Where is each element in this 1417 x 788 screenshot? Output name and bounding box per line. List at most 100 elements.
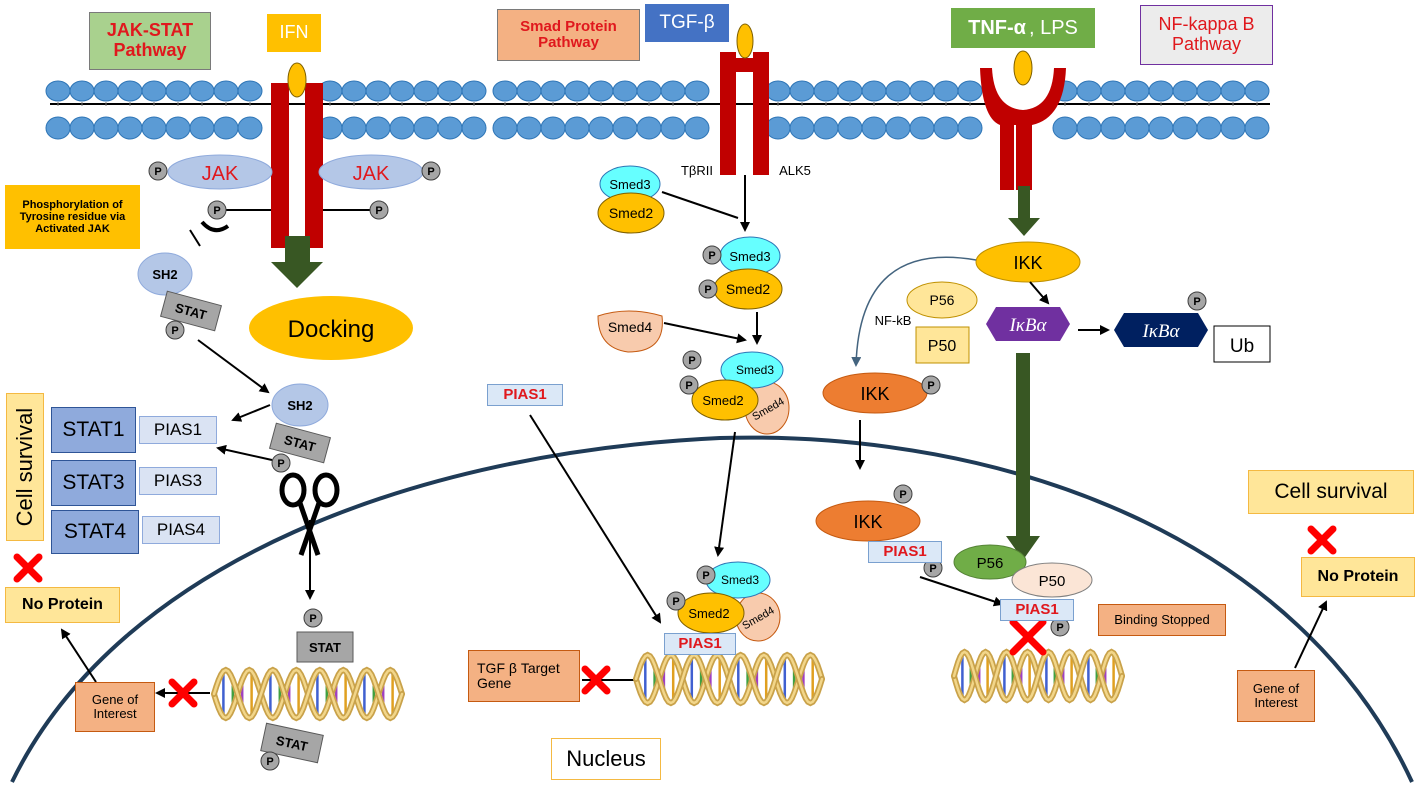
p50-nucleus-label: P50 (1039, 573, 1066, 590)
ikk-curve-arrow (851, 256, 977, 367)
smed3-b-label: Smed3 (729, 249, 770, 264)
lipid-head (837, 80, 863, 102)
smad-title: Smad Protein Pathway (497, 9, 640, 61)
docking-oval (249, 296, 413, 360)
lipid-head (93, 116, 119, 140)
lipid-head (933, 80, 959, 102)
lipid-head (141, 116, 167, 140)
stat4-box: STAT4 (51, 510, 139, 554)
tnf-receptor (980, 68, 1066, 190)
tgf-receptor (720, 52, 769, 175)
cell-membrane (45, 80, 1270, 140)
lipid-head (564, 116, 590, 140)
scissors-icon (279, 472, 340, 556)
docking-arrow (271, 236, 323, 288)
inhibition-x-icon (581, 665, 611, 695)
lipid-head (437, 80, 463, 102)
lipid-head (636, 80, 662, 102)
tnf-alpha-text: TNF-α (968, 17, 1026, 39)
arrow-smed4-to-complex (663, 322, 747, 344)
arrow-gene-to-noprotein-right (1294, 600, 1328, 669)
phosphate-p-icon: P (679, 375, 699, 395)
phosphate-p-icon: P (1187, 291, 1207, 311)
phosphate-p-icon: P (666, 591, 686, 611)
arrow-to-pias (231, 404, 271, 422)
svg-text:P: P (266, 756, 273, 768)
lipid-head (861, 116, 887, 140)
ikk-yellow (975, 241, 1081, 283)
p56-top (906, 281, 978, 319)
receptor-tbrii-label: TβRII (681, 163, 713, 178)
lipid-head (885, 80, 911, 102)
jak-stat-title: JAK-STAT Pathway (89, 12, 211, 70)
jak-left (167, 154, 273, 190)
lipid-head (461, 80, 487, 102)
lipid-head (1100, 80, 1126, 102)
svg-text:P: P (1193, 296, 1200, 308)
arrow-stat-to-sh2 (197, 339, 270, 394)
dna-backbone-highlight (212, 668, 404, 720)
lipid-head (461, 116, 487, 140)
lipid-head (837, 116, 863, 140)
arrow-to-stat1 (216, 444, 273, 461)
sh2-lower-label: SH2 (287, 398, 312, 413)
lipid-head (69, 116, 95, 140)
dna-helices (211, 648, 1125, 722)
lipid-head (492, 80, 518, 102)
lipid-head (389, 116, 415, 140)
lipid-head (93, 80, 119, 102)
phosphate-p-icon: P (696, 565, 716, 585)
arrow-pias1-into-nucleus (529, 414, 662, 624)
arrow-ikk-to-ikba (1029, 281, 1050, 305)
p50-top-label: P50 (928, 338, 957, 355)
lipid-head (1124, 80, 1150, 102)
dna-jak-stat (211, 666, 405, 722)
pias1-smad-box: PIAS1 (487, 384, 563, 406)
lipid-head (1244, 80, 1270, 102)
smed4-a-label: Smed4 (608, 319, 653, 335)
lipid-head (1100, 116, 1126, 140)
ikba-phosphorylated (1114, 313, 1208, 347)
pias1-box-left: PIAS1 (139, 416, 217, 444)
phosphate-p-icon: P (271, 453, 291, 473)
lipid-head (165, 80, 191, 102)
lipid-head (516, 80, 542, 102)
cell-survival-left: Cell survival (6, 393, 44, 541)
jak-right-label: JAK (353, 163, 390, 185)
pias3-box: PIAS3 (139, 467, 217, 495)
inhibition-x-icon (1307, 525, 1337, 555)
lipid-head (765, 116, 791, 140)
nucleus-label: Nucleus (551, 738, 661, 780)
svg-text:P: P (672, 596, 679, 608)
lipid-head (365, 80, 391, 102)
p56-top-label: P56 (930, 292, 955, 308)
smed3-a-label: Smed3 (609, 177, 650, 192)
lipid-head (341, 116, 367, 140)
svg-text:P: P (929, 563, 936, 575)
lipid-head (588, 116, 614, 140)
lipid-head (117, 116, 143, 140)
cell-survival-right: Cell survival (1248, 470, 1414, 514)
gene-of-interest-right: Gene of Interest (1237, 670, 1315, 722)
lipid-head (1220, 80, 1246, 102)
svg-text:P: P (899, 489, 906, 501)
phosphate-p-icon: P (207, 200, 227, 220)
svg-text:P: P (704, 284, 711, 296)
tgf-target-gene: TGF β Target Gene (468, 650, 580, 702)
lipid-head (813, 80, 839, 102)
svg-text:P: P (688, 355, 695, 367)
arrow-pias1-to-p50 (919, 576, 1004, 607)
smed3-c-label: Smed3 (736, 363, 774, 377)
sh2-upper-label: SH2 (152, 267, 177, 282)
lipid-head (189, 80, 215, 102)
smed2-c-label: Smed2 (702, 393, 743, 408)
pias1-nfkb-box: PIAS1 (868, 541, 942, 563)
cell-survival-left-text: Cell survival (11, 407, 37, 527)
svg-text:P: P (427, 166, 434, 178)
phosphate-p-icon: P (893, 484, 913, 504)
lipid-head (141, 80, 167, 102)
ikk-orange-2-label: IKK (853, 512, 882, 532)
lipid-head (1196, 80, 1222, 102)
lipid-head (237, 80, 263, 102)
